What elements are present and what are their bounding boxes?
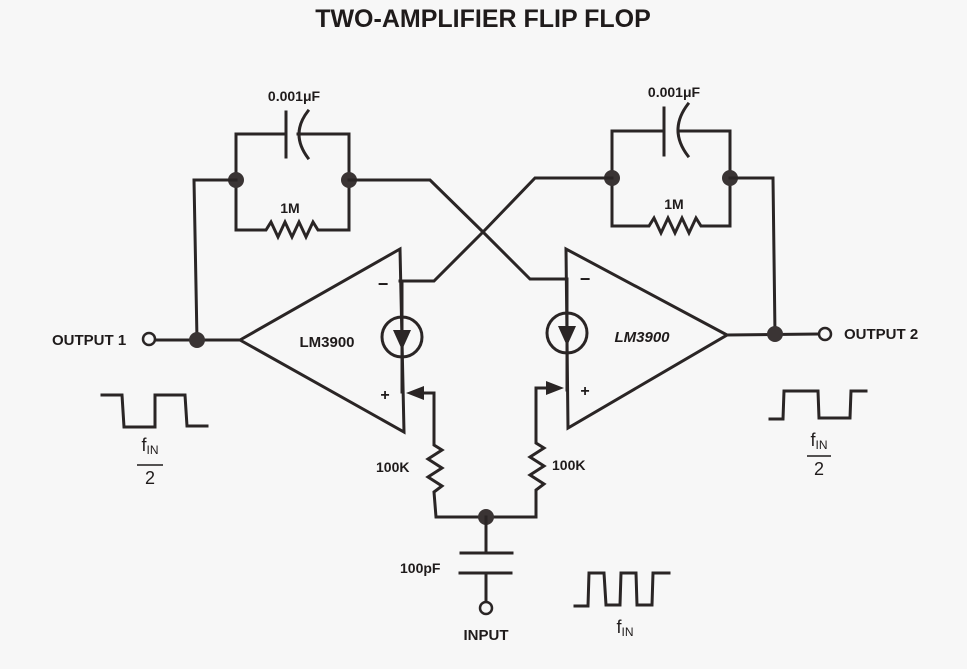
cross-coupling-wires	[347, 176, 614, 283]
input-capacitor-label: 100pF	[400, 560, 441, 576]
input-label: INPUT	[464, 627, 509, 644]
left-feedback-resistor	[234, 178, 351, 241]
noninverting-input-symbol: +	[380, 387, 389, 404]
output1-section: OUTPUT 1	[52, 178, 242, 349]
output2-waveform: fIN 2	[768, 389, 868, 479]
inverting-input-symbol: −	[378, 274, 389, 294]
divisor-label: 2	[814, 459, 824, 479]
right-feedback-capacitor	[610, 101, 732, 180]
inverting-input-symbol: −	[580, 269, 591, 289]
left-capacitor-label: 0.001μF	[268, 88, 321, 104]
output2-terminal[interactable]	[817, 326, 833, 342]
freq-label: fIN	[616, 617, 633, 639]
output2-label: OUTPUT 2	[844, 326, 918, 343]
output1-waveform: fIN 2	[100, 393, 209, 488]
left-feedback-capacitor	[234, 108, 351, 182]
arrow-right-icon	[546, 381, 564, 395]
junction-node	[767, 326, 783, 342]
output1-terminal[interactable]	[141, 331, 157, 347]
right-resistor-label: 1M	[664, 196, 683, 212]
right-feedback-resistor	[610, 176, 732, 237]
arrow-left-icon	[406, 386, 424, 400]
noninverting-input-symbol: +	[580, 383, 589, 400]
left-feedback-network: 0.001μF 1M	[228, 88, 357, 241]
left-input-resistor-label: 100K	[376, 459, 409, 475]
freq-label: fIN	[141, 435, 158, 457]
right-capacitor-label: 0.001μF	[648, 84, 701, 100]
right-input-resistor-label: 100K	[552, 457, 585, 473]
output1-label: OUTPUT 1	[52, 332, 126, 349]
junction-node	[189, 332, 205, 348]
output2-section: OUTPUT 2	[725, 176, 918, 343]
left-resistor-label: 1M	[280, 200, 299, 216]
input-waveform: fIN	[573, 571, 671, 639]
input-network: 100K 100K 100pF INPUT	[376, 433, 585, 644]
left-input-resistor	[425, 435, 489, 519]
right-amplifier-label: LM3900	[614, 329, 670, 346]
left-amplifier-label: LM3900	[299, 334, 354, 351]
right-amplifier: LM3900 − +	[534, 246, 731, 437]
right-feedback-network: 0.001μF 1M	[604, 84, 738, 237]
freq-label: fIN	[810, 430, 827, 452]
diagram-title: TWO-AMPLIFIER FLIP FLOP	[315, 5, 651, 33]
divisor-label: 2	[145, 468, 155, 488]
left-amplifier: LM3900 − +	[236, 246, 436, 439]
input-terminal[interactable]	[478, 600, 494, 616]
right-input-resistor	[485, 433, 547, 519]
input-capacitor	[458, 515, 514, 603]
